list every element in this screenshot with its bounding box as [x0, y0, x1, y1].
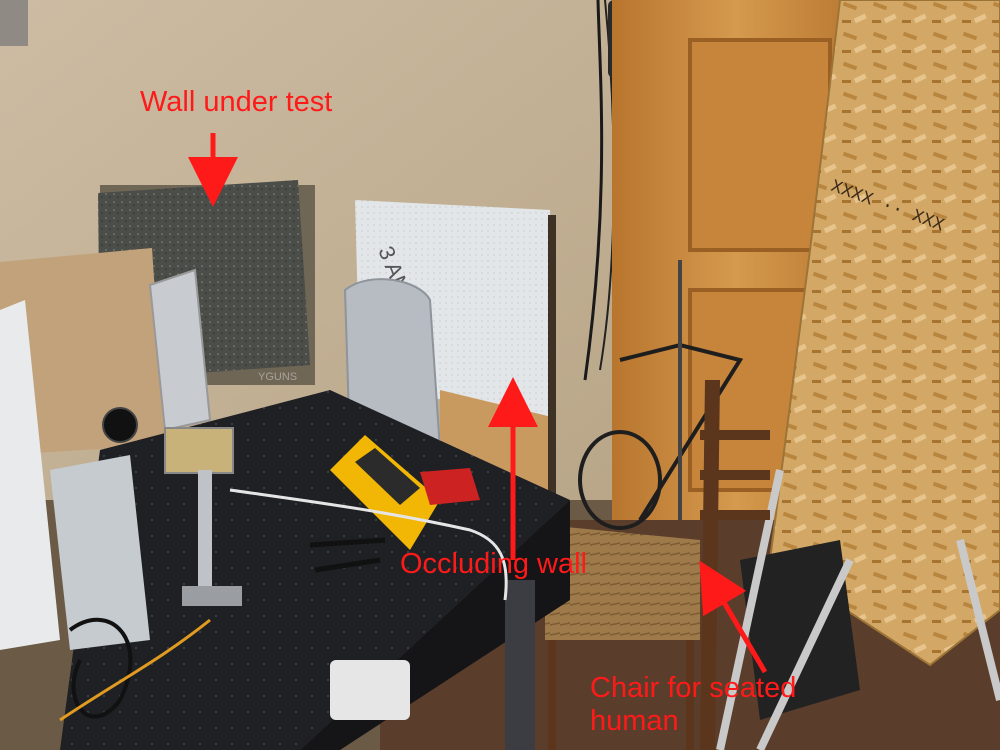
detector-board — [164, 427, 234, 474]
post-mount — [198, 470, 212, 590]
white-container — [330, 660, 410, 720]
arrow-diagonal-icon — [699, 560, 768, 674]
step-ladder — [740, 540, 860, 720]
lamp-stand — [619, 342, 744, 522]
wall-panel-marking: YGUNS — [258, 371, 297, 383]
osb-board — [768, 0, 1000, 667]
red-clamp — [420, 468, 480, 505]
bracket-plate — [50, 455, 150, 650]
label-chair: Chair for seated human — [590, 672, 797, 737]
label-wall-under-test: Wall under test — [140, 86, 333, 118]
reel — [102, 407, 138, 443]
mirror-mount — [148, 268, 212, 432]
wall-frame-corner — [0, 0, 28, 46]
label-occluding-wall: Occluding wall — [400, 548, 587, 580]
chair-seat — [545, 525, 700, 640]
cardboard-panel — [0, 248, 165, 455]
door-panel-upper — [688, 38, 832, 252]
left-light-panel — [0, 300, 60, 650]
coiled-cable — [68, 617, 133, 719]
table-leg — [505, 580, 535, 750]
wall-cable — [583, 0, 604, 381]
